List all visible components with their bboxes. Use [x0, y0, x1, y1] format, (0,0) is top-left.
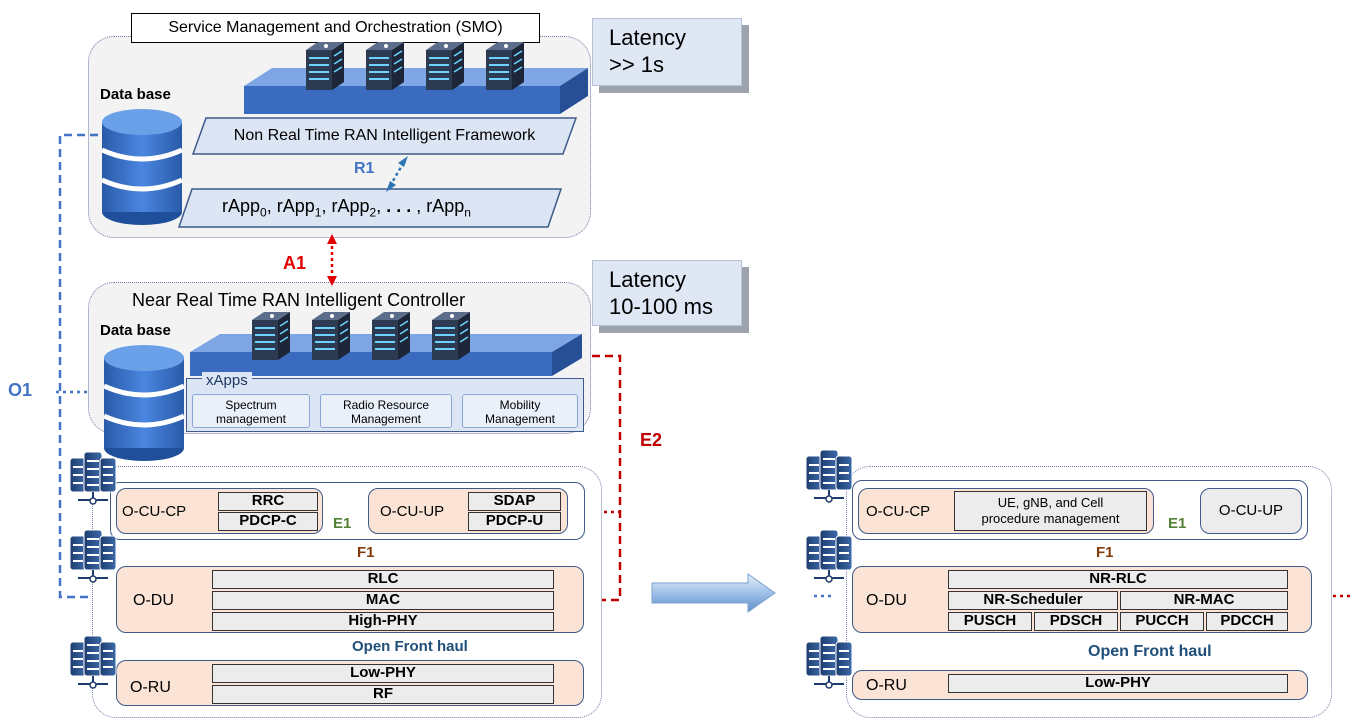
latency-mid-line2: 10-100 ms [609, 294, 713, 319]
right-f1-label: F1 [1096, 544, 1114, 561]
o1-line [58, 133, 104, 599]
a1-label: A1 [283, 253, 307, 273]
left-f1-label: F1 [357, 544, 375, 561]
rapp-bar: rApp0, rApp1, rApp2, . . . , rAppn [177, 188, 563, 228]
left-rf: RF [212, 685, 554, 704]
left-ocu-up-label: O-CU-UP [380, 503, 445, 520]
left-mac: MAC [212, 591, 554, 610]
right-pdsch: PDSCH [1034, 612, 1118, 631]
right-nr-scheduler: NR-Scheduler [948, 591, 1118, 610]
latency-top: Latency >> 1s [592, 18, 742, 86]
right-low-phy: Low-PHY [948, 674, 1288, 693]
latency-mid: Latency 10-100 ms [592, 260, 742, 326]
e2-label: E2 [640, 430, 663, 450]
server-platform-icon [190, 311, 582, 376]
near-rt-database-label: Data base [100, 322, 171, 339]
server-rack-icon [805, 529, 853, 583]
right-ocu-cp-label: O-CU-CP [866, 503, 931, 520]
right-e1-label: E1 [1168, 515, 1187, 532]
right-pdcch: PDCCH [1206, 612, 1288, 631]
rapp-0: rApp0 [222, 196, 267, 220]
left-odu-label: O-DU [133, 592, 174, 609]
arrow-right-icon [651, 573, 776, 613]
rapp-1: rApp1 [276, 196, 322, 220]
left-low-phy: Low-PHY [212, 664, 554, 683]
right-pusch: PUSCH [948, 612, 1032, 631]
r1-label: R1 [354, 160, 375, 177]
non-rt-framework: Non Real Time RAN Intelligent Framework [191, 117, 578, 155]
o1-label: O1 [8, 380, 33, 400]
right-nr-mac: NR-MAC [1120, 591, 1288, 610]
server-rack-icon [805, 635, 853, 689]
server-platform-icon [244, 41, 588, 114]
near-rt-title: Near Real Time RAN Intelligent Controlle… [132, 290, 466, 310]
left-e1-label: E1 [333, 515, 352, 532]
left-pdcp-c: PDCP-C [218, 512, 318, 531]
database-label: Data base [100, 86, 171, 103]
right-oru-label: O-RU [866, 677, 907, 694]
server-rack-icon [69, 635, 117, 689]
latency-mid-line1: Latency [609, 267, 687, 292]
left-rrc: RRC [218, 492, 318, 511]
right-fronthaul-label: Open Front haul [1088, 643, 1212, 660]
server-rack-icon [805, 449, 853, 503]
smo-title: Service Management and Orchestration (SM… [131, 13, 540, 43]
rapp-2: rApp2 [331, 196, 377, 220]
left-ocu-cp-label: O-CU-CP [122, 503, 187, 520]
right-pucch: PUCCH [1120, 612, 1204, 631]
latency-top-line1: Latency [609, 25, 687, 50]
left-sdap: SDAP [468, 492, 561, 511]
left-rlc: RLC [212, 570, 554, 589]
left-oru-label: O-RU [130, 679, 171, 696]
left-fronthaul-label: Open Front haul [352, 638, 468, 655]
right-nr-rlc: NR-RLC [948, 570, 1288, 589]
right-odu-label: O-DU [866, 592, 907, 609]
server-rack-icon [69, 529, 117, 583]
left-high-phy: High-PHY [212, 612, 554, 631]
xapps-label: xApps [202, 372, 252, 389]
right-ocu-up-box: O-CU-UP [1200, 488, 1302, 534]
r1-arrow [388, 161, 406, 187]
rapp-list: rApp0, rApp1, rApp2, . . . , rAppn [222, 196, 471, 220]
server-rack-icon [69, 451, 117, 505]
latency-top-line2: >> 1s [609, 52, 665, 77]
non-rt-framework-label: Non Real Time RAN Intelligent Framework [233, 127, 536, 144]
rapp-n: rAppn [426, 196, 471, 220]
left-pdcp-u: PDCP-U [468, 512, 561, 531]
